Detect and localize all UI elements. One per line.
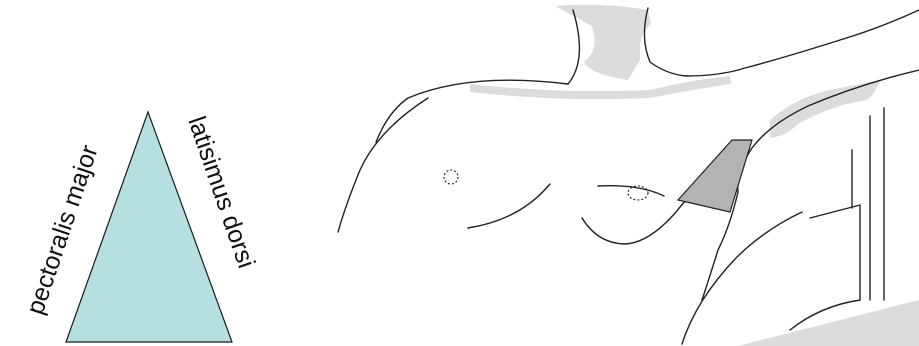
arm-shadow — [770, 80, 880, 138]
table-edge — [790, 205, 860, 330]
neck-shadow — [555, 5, 651, 80]
neck-right-line — [644, 8, 686, 76]
left-arm-outline — [338, 98, 428, 232]
table-shadow — [738, 300, 919, 346]
incision-region — [678, 140, 752, 212]
clavicle-shadow — [470, 76, 731, 99]
left-breast-line — [468, 184, 550, 228]
right-breast-crease — [598, 186, 664, 196]
right-arm-upper-line — [738, 70, 919, 192]
right-shoulder-line — [686, 10, 919, 76]
left-nipple — [444, 170, 458, 184]
neck-left-line — [568, 10, 579, 84]
torso-illustration — [338, 5, 919, 346]
muscle-triangle-diagram: pectoralis major latisimus dorsi — [21, 112, 260, 342]
forearm-lower-line — [682, 212, 802, 344]
